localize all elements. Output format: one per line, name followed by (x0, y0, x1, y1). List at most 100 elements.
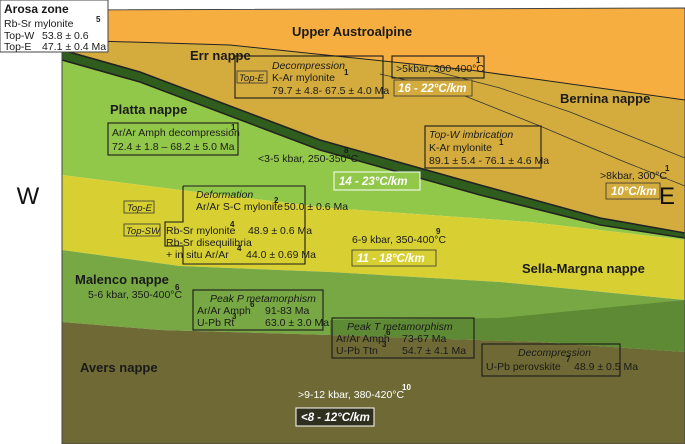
err-pressure-ref: 1 (476, 56, 481, 65)
bernina-gradient-badge: 10°C/km (605, 182, 661, 200)
err-curve (429, 69, 685, 159)
amph-decompression-method: Ar/Ar Amph decompression (112, 127, 240, 139)
lower-green-layer (330, 300, 685, 352)
platta-gradient-badge: 14 - 23°C/km (333, 171, 421, 191)
arosa-row1-label: Top-W (4, 30, 34, 42)
avers-gradient-text: <8 - 12°C/km (301, 412, 370, 424)
upper-austroalpine-label: Upper Austroalpine (292, 24, 412, 39)
amph-decompression-ref: 1 (231, 123, 236, 132)
deformation-row4-ref: 4 (237, 244, 242, 253)
platta-conditions-ref: 8 (344, 146, 349, 155)
deformation-row1-ref: 2 (274, 196, 279, 205)
peak-p-title: Peak P metamorphism (210, 293, 316, 305)
peak-p-box: Peak P metamorphism Ar/Ar Amph 6 91-83 M… (192, 289, 329, 331)
deformation-row1-method: Ar/Ar S-C mylonite (196, 201, 283, 213)
sella-margna-layer (62, 175, 685, 300)
deformation-row3-method: Rb-Sr disequilibria (166, 237, 252, 249)
topw-imbrication-title: Top-W imbrication (429, 129, 513, 141)
upper-austroalpine-layer (55, 8, 685, 100)
peak-p-row2-value: 63.0 ± 3.0 Ma (265, 317, 329, 329)
peak-t-row2-value: 54.7 ± 4.1 Ma (402, 345, 466, 357)
decompression-avers-method: U-Pb perovskite (486, 361, 561, 373)
peak-p-row1-ref: 6 (250, 300, 255, 309)
avers-conditions-text: >9-12 kbar, 380-420°C (298, 389, 404, 401)
peak-t-row1-ref: 6 (386, 328, 391, 337)
sella-conditions-ref: 9 (436, 227, 441, 236)
arosa-zone-box: Arosa zone Rb-Sr mylonite 5 Top-W 53.8 ±… (0, 0, 109, 53)
deformation-row2-value: 48.9 ± 0.6 Ma (248, 225, 312, 237)
topw-imbrication-box: Top-W imbrication K-Ar mylonite 1 89.1 ±… (424, 125, 549, 169)
peak-t-row2-method: U-Pb Ttn (336, 345, 378, 357)
arosa-title: Arosa zone (4, 2, 69, 16)
platta-gradient-text: 14 - 23°C/km (339, 176, 408, 188)
malenco-nappe-label: Malenco nappe (75, 272, 169, 287)
arosa-method: Rb-Sr mylonite (4, 18, 74, 30)
arosa-ref: 5 (96, 15, 101, 24)
peak-p-row1-value: 91-83 Ma (265, 305, 310, 317)
thrust-line-err (61, 49, 685, 234)
east-label: E (659, 183, 675, 210)
err-pressure-box: >5kbar, 300-400°C 1 (391, 55, 485, 79)
peak-p-row2-ref: 3 (232, 312, 237, 321)
peak-t-title: Peak T metamorphism (347, 321, 453, 333)
decompression-err-value: 79.7 ± 4.8- 67.5 ± 4.0 Ma (272, 85, 389, 97)
arosa-row2-label: Top-E (4, 41, 31, 53)
avers-conditions-ref: 10 (402, 383, 411, 392)
deformation-box: Deformation Top-E Ar/Ar S-C mylonite 2 5… (123, 185, 348, 265)
deformation-row2-ref: 4 (230, 220, 235, 229)
decompression-avers-ref: 7 (566, 355, 571, 364)
peak-t-row1-method: Ar/Ar Amph (336, 333, 390, 345)
err-gradient-text: 16 - 22°C/km (398, 83, 467, 95)
bernina-gradient-text: 10°C/km (611, 186, 657, 198)
platta-nappe-label: Platta nappe (110, 102, 187, 117)
decompression-err-ref: 1 (344, 68, 349, 77)
sella-gradient-text: 11 - 18°C/km (357, 253, 425, 265)
platta-conditions-text: <3-5 kbar, 250-350°C (258, 153, 359, 165)
malenco-conditions-ref: 6 (175, 283, 180, 292)
decompression-avers-title: Decompression (518, 347, 591, 359)
west-label: W (17, 183, 40, 210)
deformation-row4-value: 44.0 ± 0.69 Ma (246, 249, 316, 261)
dark-band-layer (62, 50, 685, 238)
avers-layer (62, 322, 685, 444)
peak-t-box: Peak T metamorphism Ar/Ar Amph 6 73-67 M… (331, 317, 475, 359)
malenco-conditions-text: 5-6 kbar, 350-400°C (88, 289, 183, 301)
section-outline (61, 7, 685, 444)
topw-imbrication-ref: 1 (499, 138, 504, 147)
deformation-row1-value: 50.0 ± 0.6 Ma (284, 201, 348, 213)
sella-conditions-text: 6-9 kbar, 350-400°C (352, 234, 447, 246)
peak-p-row1-method: Ar/Ar Amph (197, 305, 251, 317)
sella-gradient-badge: 11 - 18°C/km (351, 249, 437, 267)
decompression-err-box: Decompression Top-E K-Ar mylonite 1 79.7… (234, 55, 389, 99)
bernina-conditions-ref: 1 (665, 164, 670, 173)
thrust-line-upper (61, 39, 685, 101)
peak-t-row1-value: 73-67 Ma (402, 333, 447, 345)
amph-decompression-box: Ar/Ar Amph decompression 1 72.4 ± 1.8 – … (107, 122, 240, 156)
amph-decompression-value: 72.4 ± 1.8 – 68.2 ± 5.0 Ma (112, 141, 235, 153)
topw-imbrication-method: K-Ar mylonite (429, 142, 492, 154)
deformation-row4-method: + in situ Ar/Ar (166, 249, 229, 261)
decompression-avers-box: Decompression U-Pb perovskite 7 48.9 ± 0… (481, 343, 638, 377)
bernina-nappe-label: Bernina nappe (560, 91, 650, 106)
avers-gradient-badge: <8 - 12°C/km (295, 407, 375, 427)
bernina-conditions-text: >8kbar, 300°C (600, 170, 667, 182)
err-pressure-text: >5kbar, 300-400°C (396, 63, 484, 75)
avers-nappe-label: Avers nappe (80, 360, 158, 375)
deformation-row2-method: Rb-Sr mylonite (166, 225, 236, 237)
decompression-err-tag: Top-E (239, 73, 265, 84)
sella-margna-nappe-label: Sella-Margna nappe (522, 261, 645, 276)
topw-imbrication-value: 89.1 ± 5.4 - 76.1 ± 4.6 Ma (429, 155, 549, 167)
err-bernina-layer (60, 40, 685, 233)
arosa-row1-value: 53.8 ± 0.6 (42, 30, 89, 42)
layers (55, 7, 685, 444)
decompression-err-title: Decompression (272, 60, 345, 72)
decompression-err-method: K-Ar mylonite (272, 72, 335, 84)
peak-p-row2-method: U-Pb Rt (197, 317, 234, 329)
deformation-title: Deformation (196, 189, 253, 201)
err-gradient-badge: 16 - 22°C/km (393, 79, 473, 97)
decompression-avers-value: 48.9 ± 0.5 Ma (574, 361, 638, 373)
deformation-tag2: Top-SW (126, 226, 161, 237)
arosa-row2-value: 47.1 ± 0.4 Ma (42, 41, 106, 53)
peak-t-row2-ref: 3 (382, 340, 387, 349)
deformation-tag1: Top-E (127, 203, 153, 214)
